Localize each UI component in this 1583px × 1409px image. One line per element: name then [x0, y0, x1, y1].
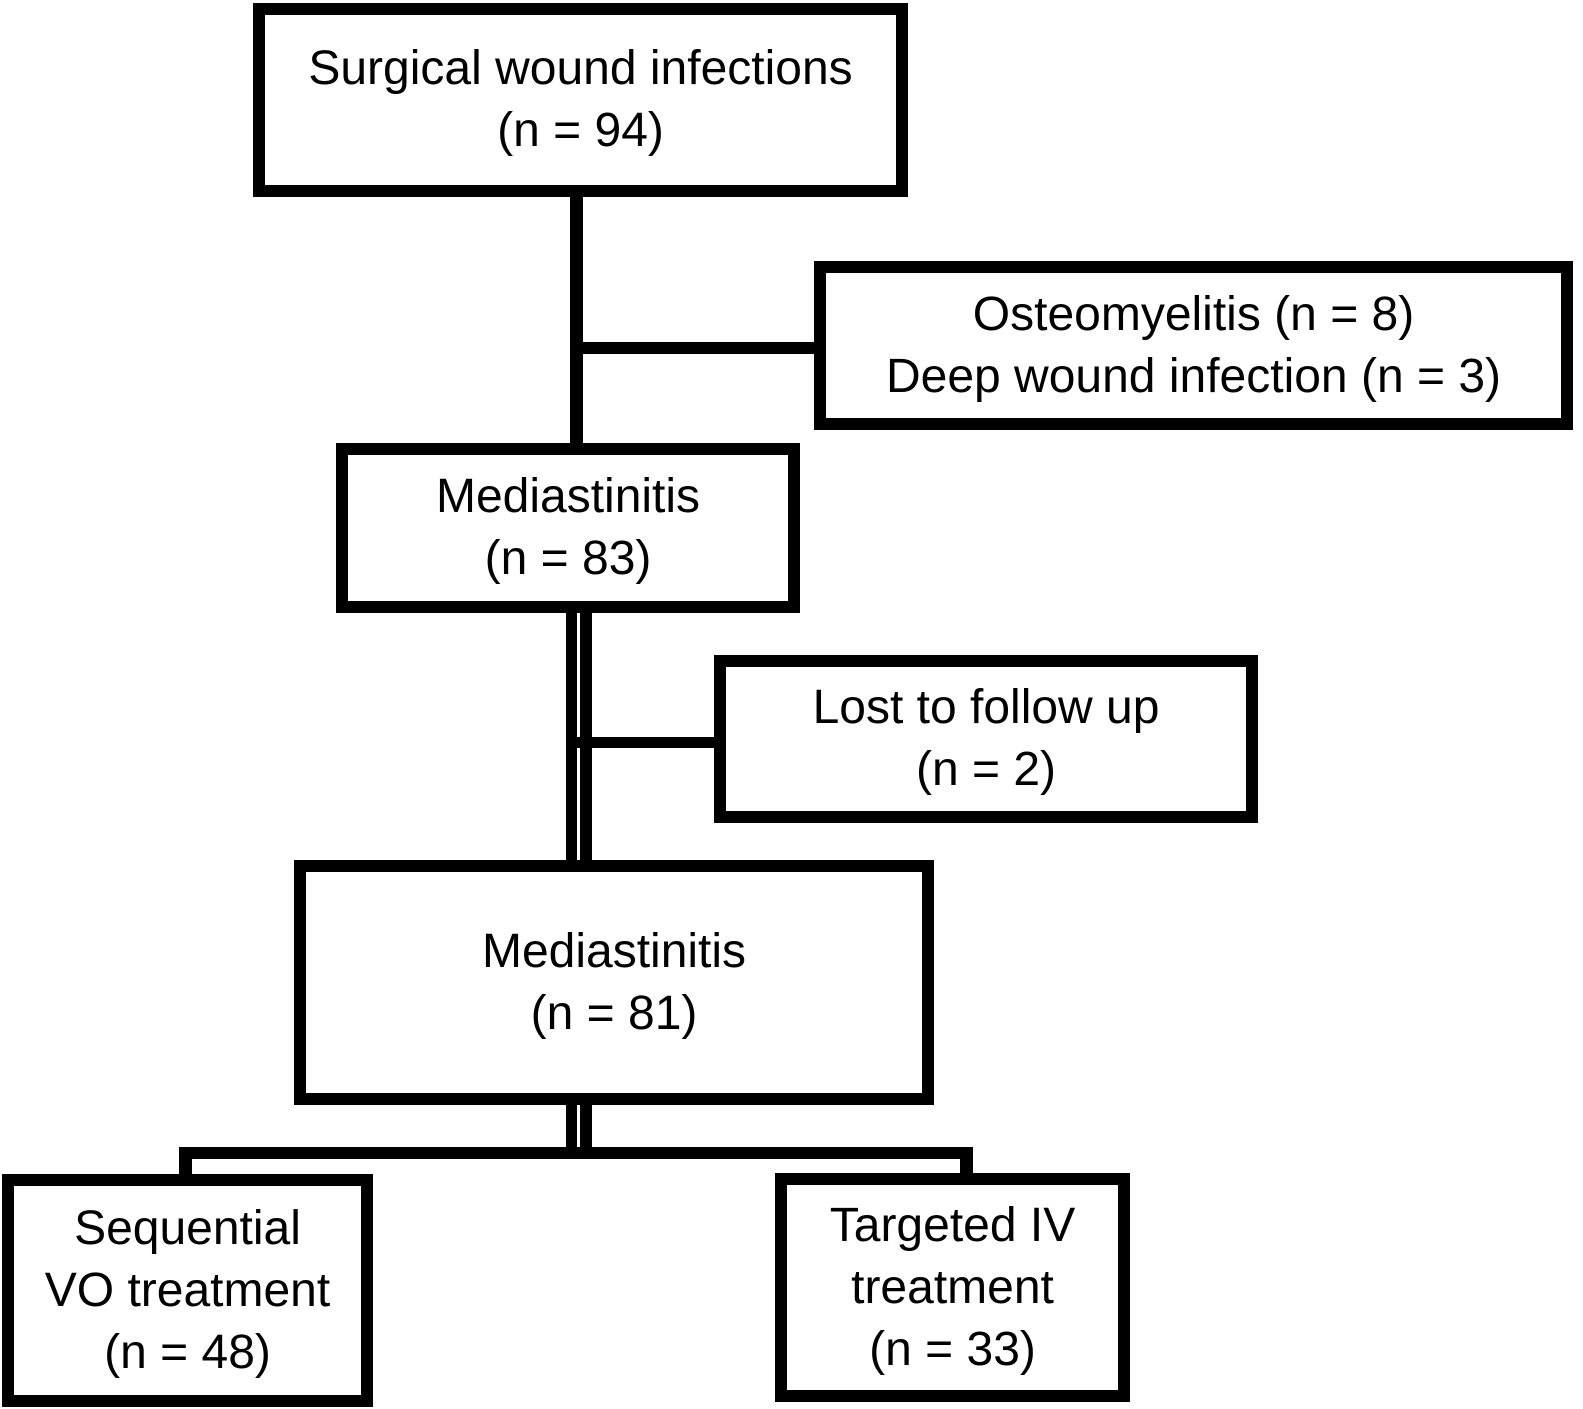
node-text-line: (n = 94) — [497, 104, 664, 157]
node-text-line: (n = 2) — [915, 743, 1057, 796]
node-targeted-iv-treatment: Targeted IV treatment (n = 33) — [775, 1173, 1130, 1402]
split-horizontal-line — [179, 1147, 971, 1159]
connector-m83-to-m81-double-left — [566, 606, 577, 867]
connector-m83-to-m81-double-right — [580, 606, 592, 867]
connector-surgical-to-mediastinitis83 — [570, 190, 583, 452]
node-mediastinitis-81: Mediastinitis (n = 81) — [294, 860, 934, 1105]
node-text-line: treatment — [851, 1260, 1054, 1314]
node-text-line: Surgical wound infections — [308, 42, 853, 95]
node-text-line: (n = 33) — [869, 1322, 1036, 1376]
node-text-line: Targeted IV — [829, 1198, 1076, 1252]
node-text-line: Mediastinitis — [435, 470, 701, 523]
node-text-line: (n = 48) — [104, 1325, 271, 1379]
node-text-line: Lost to follow up — [812, 681, 1160, 734]
node-surgical-wound-infections: Surgical wound infections (n = 94) — [253, 3, 908, 197]
node-sequential-vo-treatment: Sequential VO treatment (n = 48) — [2, 1174, 373, 1407]
node-text-line: Deep wound infection (n = 3) — [885, 349, 1502, 403]
node-lost-to-follow-up: Lost to follow up (n = 2) — [714, 655, 1258, 823]
node-text-line: (n = 81) — [530, 986, 698, 1040]
node-mediastinitis-83: Mediastinitis (n = 83) — [336, 443, 800, 613]
node-text-line: Sequential — [74, 1201, 301, 1255]
branch-line-to-exclusions — [570, 342, 822, 354]
node-text-line: (n = 83) — [484, 532, 652, 585]
node-text-line: Osteomyelitis (n = 8) — [972, 287, 1415, 341]
node-excluded-osteomyelitis-deep-wound: Osteomyelitis (n = 8) Deep wound infecti… — [814, 261, 1573, 430]
node-text-line: VO treatment — [44, 1263, 331, 1317]
branch-line-to-lost-to-follow-up — [577, 737, 720, 748]
node-text-line: Mediastinitis — [481, 924, 747, 978]
connector-m81-to-split-double-right — [580, 1100, 592, 1159]
connector-m81-to-split-double-left — [566, 1100, 577, 1159]
